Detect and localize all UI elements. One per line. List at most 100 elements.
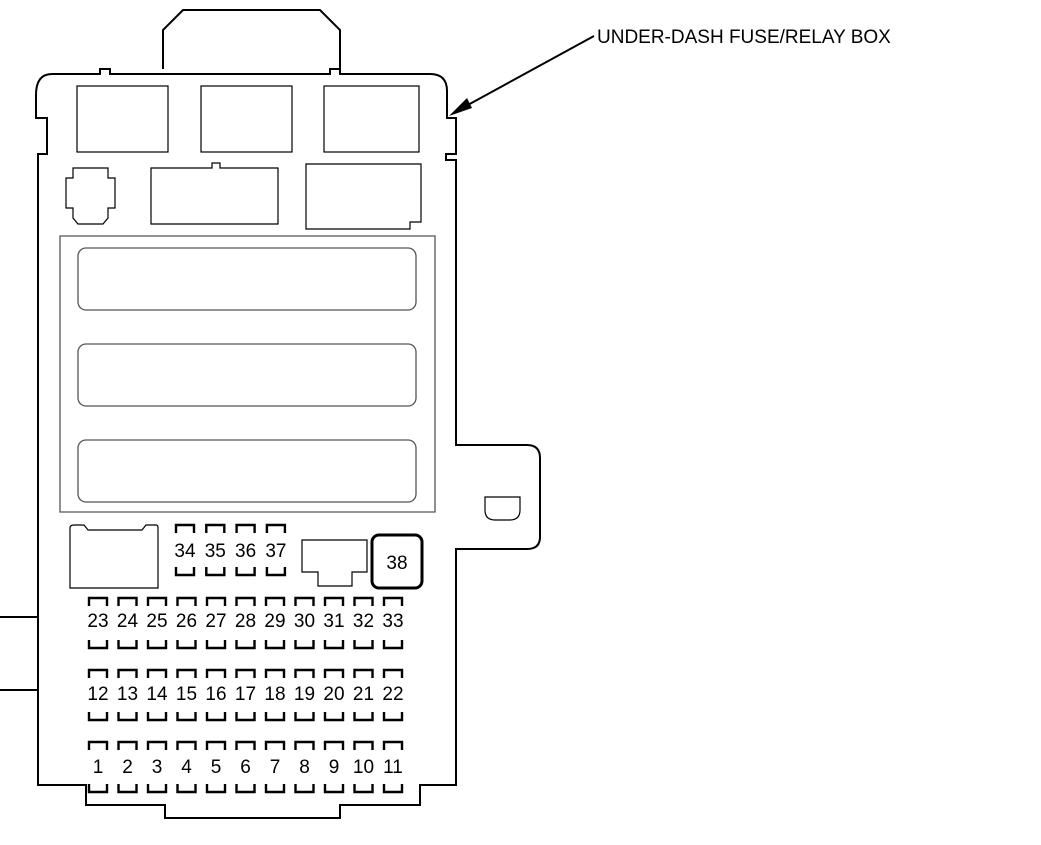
fuse-slot-33: 33 — [382, 596, 404, 650]
fuse-bracket-bottom — [382, 784, 404, 794]
fuse-bracket-bottom — [294, 640, 315, 650]
fuse-slot-1: 1 — [87, 740, 109, 794]
fuse-slot-22: 22 — [382, 668, 404, 722]
fuse-bracket-bottom — [146, 640, 168, 650]
fuse-bracket-top — [117, 668, 138, 678]
fuse-bracket-bottom — [205, 640, 227, 650]
fuse-bracket-top — [176, 740, 197, 750]
fuse-bracket-top — [235, 596, 256, 606]
fuse-38-highlight-box — [370, 533, 424, 590]
fuse-bracket-bottom — [176, 784, 197, 794]
fuse-bracket-top — [353, 668, 374, 678]
fuse-bracket-top — [353, 596, 374, 606]
fuse-slot-34: 34 — [174, 523, 196, 577]
fuse-slot-29: 29 — [264, 596, 286, 650]
fuse-bracket-bottom — [235, 567, 256, 577]
fuse-bracket-bottom — [87, 640, 109, 650]
fuse-slot-36: 36 — [235, 523, 256, 577]
fuse-38-label: 38 — [386, 553, 407, 574]
fuse-number: 5 — [211, 757, 222, 778]
fuse-slot-23: 23 — [87, 596, 109, 650]
fuse-slot-3: 3 — [146, 740, 168, 794]
fuse-number: 15 — [176, 684, 197, 705]
fuse-bracket-top — [146, 596, 168, 606]
fuse-slot-20: 20 — [323, 668, 345, 722]
fuse-bracket-bottom — [235, 784, 256, 794]
fuse-bracket-top — [265, 523, 287, 533]
connector-socket-wide — [150, 162, 279, 225]
fuse-slot-6: 6 — [235, 740, 256, 794]
fuse-bracket-top — [323, 668, 345, 678]
fuse-number: 19 — [294, 684, 315, 705]
fuse-slot-18: 18 — [264, 668, 286, 722]
connector-socket-center-right — [301, 539, 368, 587]
callout-label: UNDER-DASH FUSE/RELAY BOX — [597, 27, 891, 48]
fuse-slot-25: 25 — [146, 596, 168, 650]
connector-socket-small — [65, 167, 116, 225]
fuse-bracket-top — [117, 740, 138, 750]
large-relay-slot-2 — [77, 343, 417, 407]
fuse-slot-19: 19 — [294, 668, 315, 722]
fuse-bracket-top — [205, 596, 227, 606]
fuse-bracket-bottom — [294, 784, 315, 794]
fuse-bracket-top — [87, 740, 109, 750]
relay-socket-top-left — [76, 85, 169, 153]
fuse-bracket-top — [205, 668, 227, 678]
fuse-bracket-top — [205, 523, 226, 533]
fuse-bracket-bottom — [323, 784, 345, 794]
fuse-slot-28: 28 — [235, 596, 256, 650]
fuse-bracket-bottom — [264, 784, 286, 794]
callout-arrowhead — [449, 98, 472, 116]
fuse-number: 22 — [382, 684, 403, 705]
fuse-number: 28 — [235, 611, 256, 632]
fuse-bracket-bottom — [353, 640, 374, 650]
fuse-bracket-top — [146, 740, 168, 750]
fuse-number: 10 — [353, 757, 374, 778]
fuse-number: 11 — [383, 757, 403, 778]
fuse-number: 13 — [117, 684, 138, 705]
fuse-bracket-bottom — [117, 640, 138, 650]
fuse-slot-9: 9 — [323, 740, 345, 794]
fuse-bracket-bottom — [353, 712, 374, 722]
fuse-slot-13: 13 — [117, 668, 138, 722]
fuse-number: 14 — [146, 684, 168, 705]
fuse-bracket-top — [87, 596, 109, 606]
fuse-number: 1 — [93, 757, 104, 778]
fuse-number: 9 — [329, 757, 340, 778]
fuse-bracket-bottom — [235, 712, 256, 722]
fuse-bracket-bottom — [117, 784, 138, 794]
fuse-bracket-top — [205, 740, 227, 750]
callout-leader-line — [454, 35, 595, 113]
fuse-slot-27: 27 — [205, 596, 227, 650]
fuse-bracket-bottom — [323, 640, 345, 650]
fuse-slot-30: 30 — [294, 596, 315, 650]
mounting-bracket-slot — [484, 496, 521, 521]
fuse-number: 31 — [323, 611, 344, 632]
fuse-bracket-bottom — [117, 712, 138, 722]
fuse-bracket-bottom — [205, 784, 227, 794]
fuse-bracket-bottom — [294, 712, 315, 722]
fuse-number: 6 — [240, 757, 251, 778]
fuse-number: 4 — [181, 757, 192, 778]
fuse-slot-14: 14 — [146, 668, 168, 722]
fuse-slot-4: 4 — [176, 740, 197, 794]
fuse-number: 17 — [235, 684, 256, 705]
fuse-bracket-bottom — [87, 784, 109, 794]
fuse-slot-15: 15 — [176, 668, 197, 722]
fuse-bracket-top — [264, 740, 286, 750]
fuse-bracket-bottom — [265, 567, 287, 577]
fuse-number: 18 — [264, 684, 285, 705]
fuse-slot-7: 7 — [264, 740, 286, 794]
fuse-bracket-top — [146, 668, 168, 678]
top-connector-tab — [162, 9, 341, 69]
fuse-bracket-top — [176, 668, 197, 678]
fuse-number: 37 — [265, 541, 286, 562]
inner-panel — [59, 235, 436, 513]
relay-socket-lower-left — [69, 524, 159, 589]
fuse-bracket-top — [353, 740, 374, 750]
fuse-number: 12 — [87, 684, 108, 705]
large-relay-slot-3 — [77, 439, 417, 503]
fuse-slot-5: 5 — [205, 740, 227, 794]
